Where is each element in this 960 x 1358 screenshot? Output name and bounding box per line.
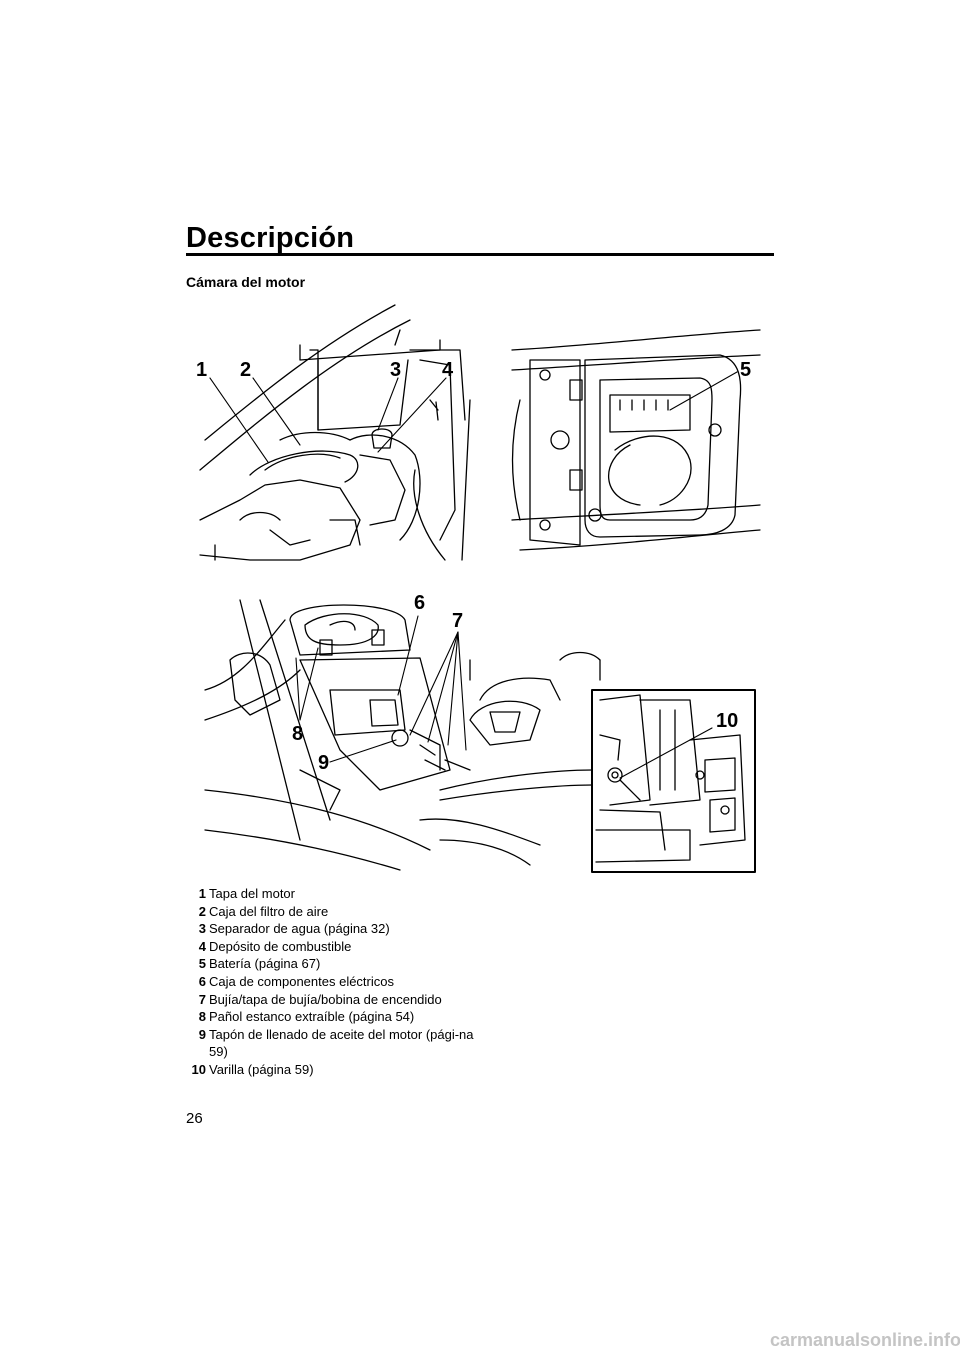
callout-4: 4 bbox=[442, 359, 454, 381]
callout-3: 3 bbox=[390, 359, 402, 381]
callout-6: 6 bbox=[414, 592, 426, 614]
section-heading: Cámara del motor bbox=[186, 274, 306, 290]
page-number: 26 bbox=[186, 1110, 203, 1127]
illustration-engine-full bbox=[204, 599, 601, 871]
page-title: Descripción bbox=[186, 222, 355, 254]
leader-lines bbox=[209, 371, 738, 779]
callout-9: 9 bbox=[318, 752, 330, 774]
watermark-link[interactable]: carmanualsonline.info bbox=[770, 1330, 960, 1350]
callout-10: 10 bbox=[716, 710, 739, 732]
callout-2: 2 bbox=[240, 359, 252, 381]
callout-1: 1 bbox=[196, 359, 208, 381]
title-rule bbox=[186, 253, 774, 256]
callout-8: 8 bbox=[292, 723, 304, 745]
illustration-engine-top bbox=[199, 304, 471, 561]
callout-7: 7 bbox=[452, 610, 464, 632]
illustration-dipstick-inset bbox=[591, 689, 756, 873]
illustration-battery bbox=[511, 329, 761, 551]
callout-5: 5 bbox=[740, 359, 752, 381]
